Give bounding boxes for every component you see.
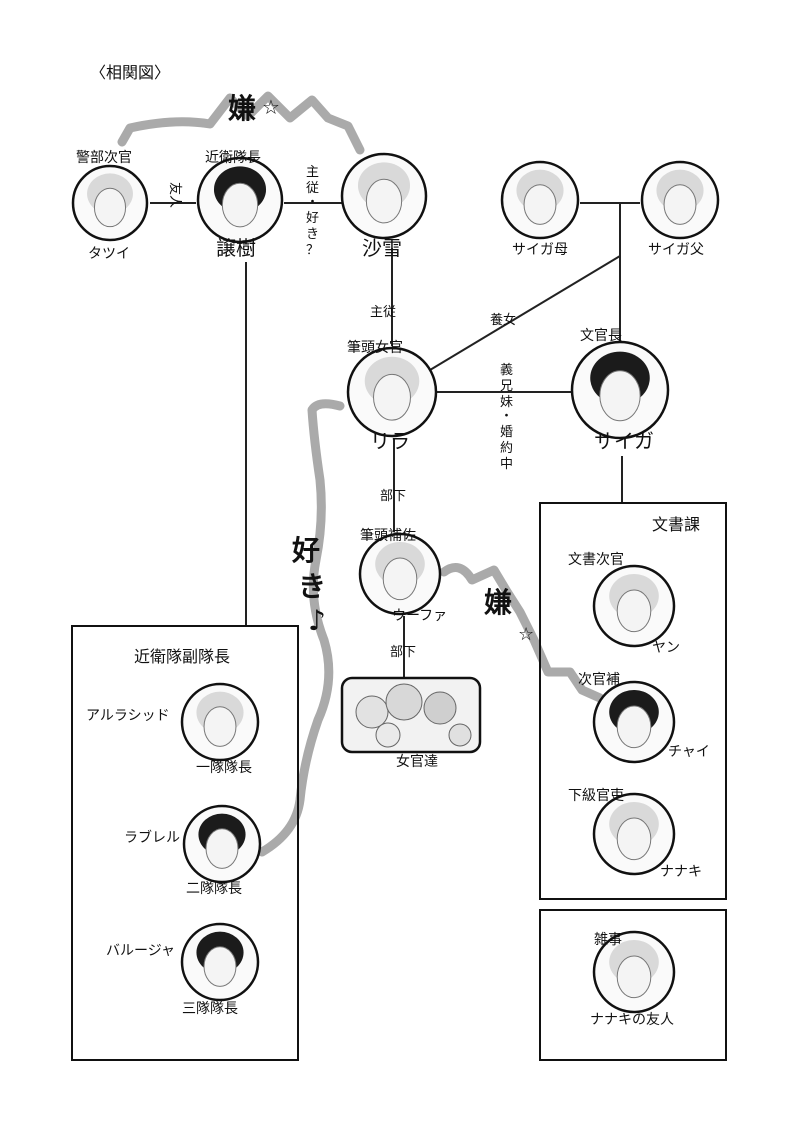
tatsui-portrait (71, 164, 149, 242)
saiga-father-portrait (640, 160, 720, 240)
rel-adopted: 養女 (490, 312, 516, 328)
svg-text:嫌: 嫌 (484, 586, 512, 619)
name-tatsui: タツイ (88, 246, 130, 262)
svg-text:兄: 兄 (500, 379, 513, 394)
rel-subordinate-1: 部下 (380, 489, 406, 504)
raburel-portrait (182, 804, 262, 884)
role-arurashid: 一隊隊長 (196, 760, 252, 776)
nanaki-friend-portrait (592, 930, 676, 1014)
group-documents-title: 文書課 (652, 515, 700, 534)
role-nanaki-friend: 雑事 (594, 932, 622, 948)
role-raburel: 二隊隊長 (186, 881, 242, 897)
role-saiga: 文官長 (580, 328, 622, 344)
rel-subordinate-2: 部下 (390, 645, 416, 660)
jouju-portrait (196, 156, 284, 244)
dislike-arrow-right (439, 563, 605, 703)
annotation-dislike-top: 嫌 ☆ (228, 92, 280, 125)
name-sayuki: 沙雪 (362, 236, 402, 260)
svg-text:・: ・ (306, 195, 319, 210)
svg-text:従: 従 (306, 181, 319, 196)
wufa-portrait (358, 532, 442, 616)
saiga-portrait (570, 340, 670, 440)
name-jouju: 譲樹 (216, 236, 256, 260)
name-saiga-mother: サイガ母 (512, 242, 568, 258)
saiga-mother-portrait (500, 160, 580, 240)
svg-text:♪: ♪ (308, 604, 326, 637)
guard-group-box (71, 625, 299, 1061)
nanaki-portrait (592, 792, 676, 876)
line-adopted (429, 255, 621, 371)
name-saiga: サイガ (594, 429, 654, 453)
role-nanaki: 下級官吏 (568, 788, 624, 804)
annotation-like: 好 き ♪ (291, 534, 326, 637)
svg-text:約: 約 (500, 441, 513, 456)
name-baruja: バルージャ (106, 943, 175, 959)
svg-text:・: ・ (500, 409, 513, 424)
nyokan-group-picture (340, 676, 482, 754)
svg-text:嫌: 嫌 (228, 92, 256, 125)
lira-portrait (346, 346, 438, 438)
annotation-dislike-right: 嫌 ☆ (484, 586, 534, 645)
role-jouju: 近衛隊長 (205, 150, 261, 166)
name-saiga-father: サイガ父 (648, 242, 704, 258)
svg-text:中: 中 (500, 457, 513, 472)
svg-text:妹: 妹 (500, 395, 513, 410)
svg-text:義: 義 (500, 362, 513, 378)
name-nanaki: ナナキ (660, 864, 702, 880)
role-lira: 筆頭女官 (347, 339, 403, 356)
group-guard-title: 近衛隊副隊長 (134, 647, 230, 666)
dislike-arrow-top (117, 91, 365, 155)
role-baruja: 三隊隊長 (182, 1001, 238, 1017)
like-arrow (257, 399, 345, 857)
svg-text:☆: ☆ (518, 624, 534, 645)
documents-group-box (539, 502, 727, 900)
name-yan: ヤン (652, 640, 680, 656)
role-yan: 文書次官 (568, 552, 624, 568)
svg-text:好: 好 (306, 211, 319, 226)
diagram-title: 〈相関図〉 (90, 63, 170, 82)
name-lira: リラ (370, 429, 410, 453)
role-chai: 次官補 (578, 672, 620, 688)
baruja-portrait (180, 922, 260, 1002)
role-wufa: 筆頭補佐 (360, 528, 416, 544)
svg-text:☆: ☆ (262, 95, 280, 119)
sayuki-portrait (340, 152, 428, 240)
name-raburel: ラブレル (124, 829, 180, 846)
name-nanaki-friend: ナナキの友人 (590, 1012, 674, 1028)
svg-text:き: き (306, 227, 319, 242)
svg-text:主: 主 (306, 165, 319, 180)
svg-text:き: き (298, 570, 326, 603)
arurashid-portrait (180, 682, 260, 762)
chai-portrait (592, 680, 676, 764)
role-tatsui: 警部次官 (76, 150, 132, 166)
svg-text:婚: 婚 (500, 425, 513, 440)
rel-friend-1: 友人 (167, 182, 183, 208)
rel-sibling-fiance: 義 兄 妹 ・ 婚 約 中 (500, 362, 513, 472)
name-wufa: ウーファ (392, 608, 447, 624)
rel-master-servant-like: 主 従 ・ 好 き ？ (306, 165, 319, 258)
name-nyokan: 女官達 (396, 753, 438, 770)
svg-text:好: 好 (291, 534, 320, 567)
name-chai: チャイ (668, 744, 710, 760)
helper-group-box (539, 909, 727, 1061)
name-arurashid: アルラシッド (86, 708, 170, 724)
portraits (71, 152, 720, 1014)
rel-master-servant: 主従 (370, 305, 396, 320)
svg-text:？: ？ (306, 243, 319, 258)
yan-portrait (592, 564, 676, 648)
